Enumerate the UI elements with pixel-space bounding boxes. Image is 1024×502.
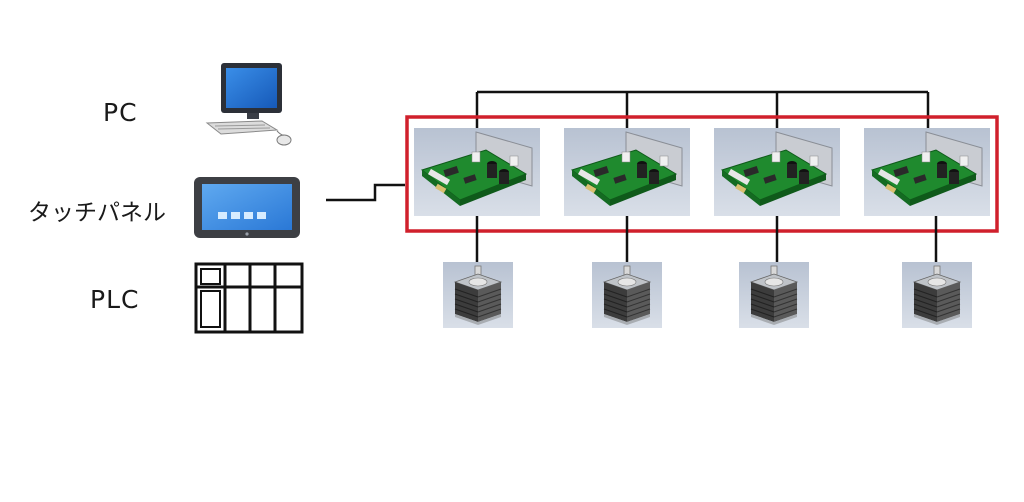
connection-line-hmi	[326, 183, 405, 202]
motor-driver-board-icon	[414, 128, 540, 216]
motor-driver-board-icon	[864, 128, 990, 216]
top-bus	[475, 90, 930, 130]
label-pc: PC	[103, 98, 138, 127]
driver-group-border	[405, 115, 999, 233]
motor-driver-board-icon	[714, 128, 840, 216]
desktop-computer-icon	[205, 63, 292, 146]
motor-driver-board-icon	[564, 128, 690, 216]
stepper-motor-icon	[739, 262, 809, 328]
motor-connections	[475, 216, 938, 262]
label-touch-panel: タッチパネル	[28, 200, 166, 226]
stepper-motor-icon	[902, 262, 972, 328]
label-plc: PLC	[90, 285, 140, 314]
plc-rack-icon	[194, 262, 304, 334]
stepper-motor-icon	[443, 262, 513, 328]
touch-panel-icon	[194, 177, 300, 238]
stepper-motor-icon	[592, 262, 662, 328]
